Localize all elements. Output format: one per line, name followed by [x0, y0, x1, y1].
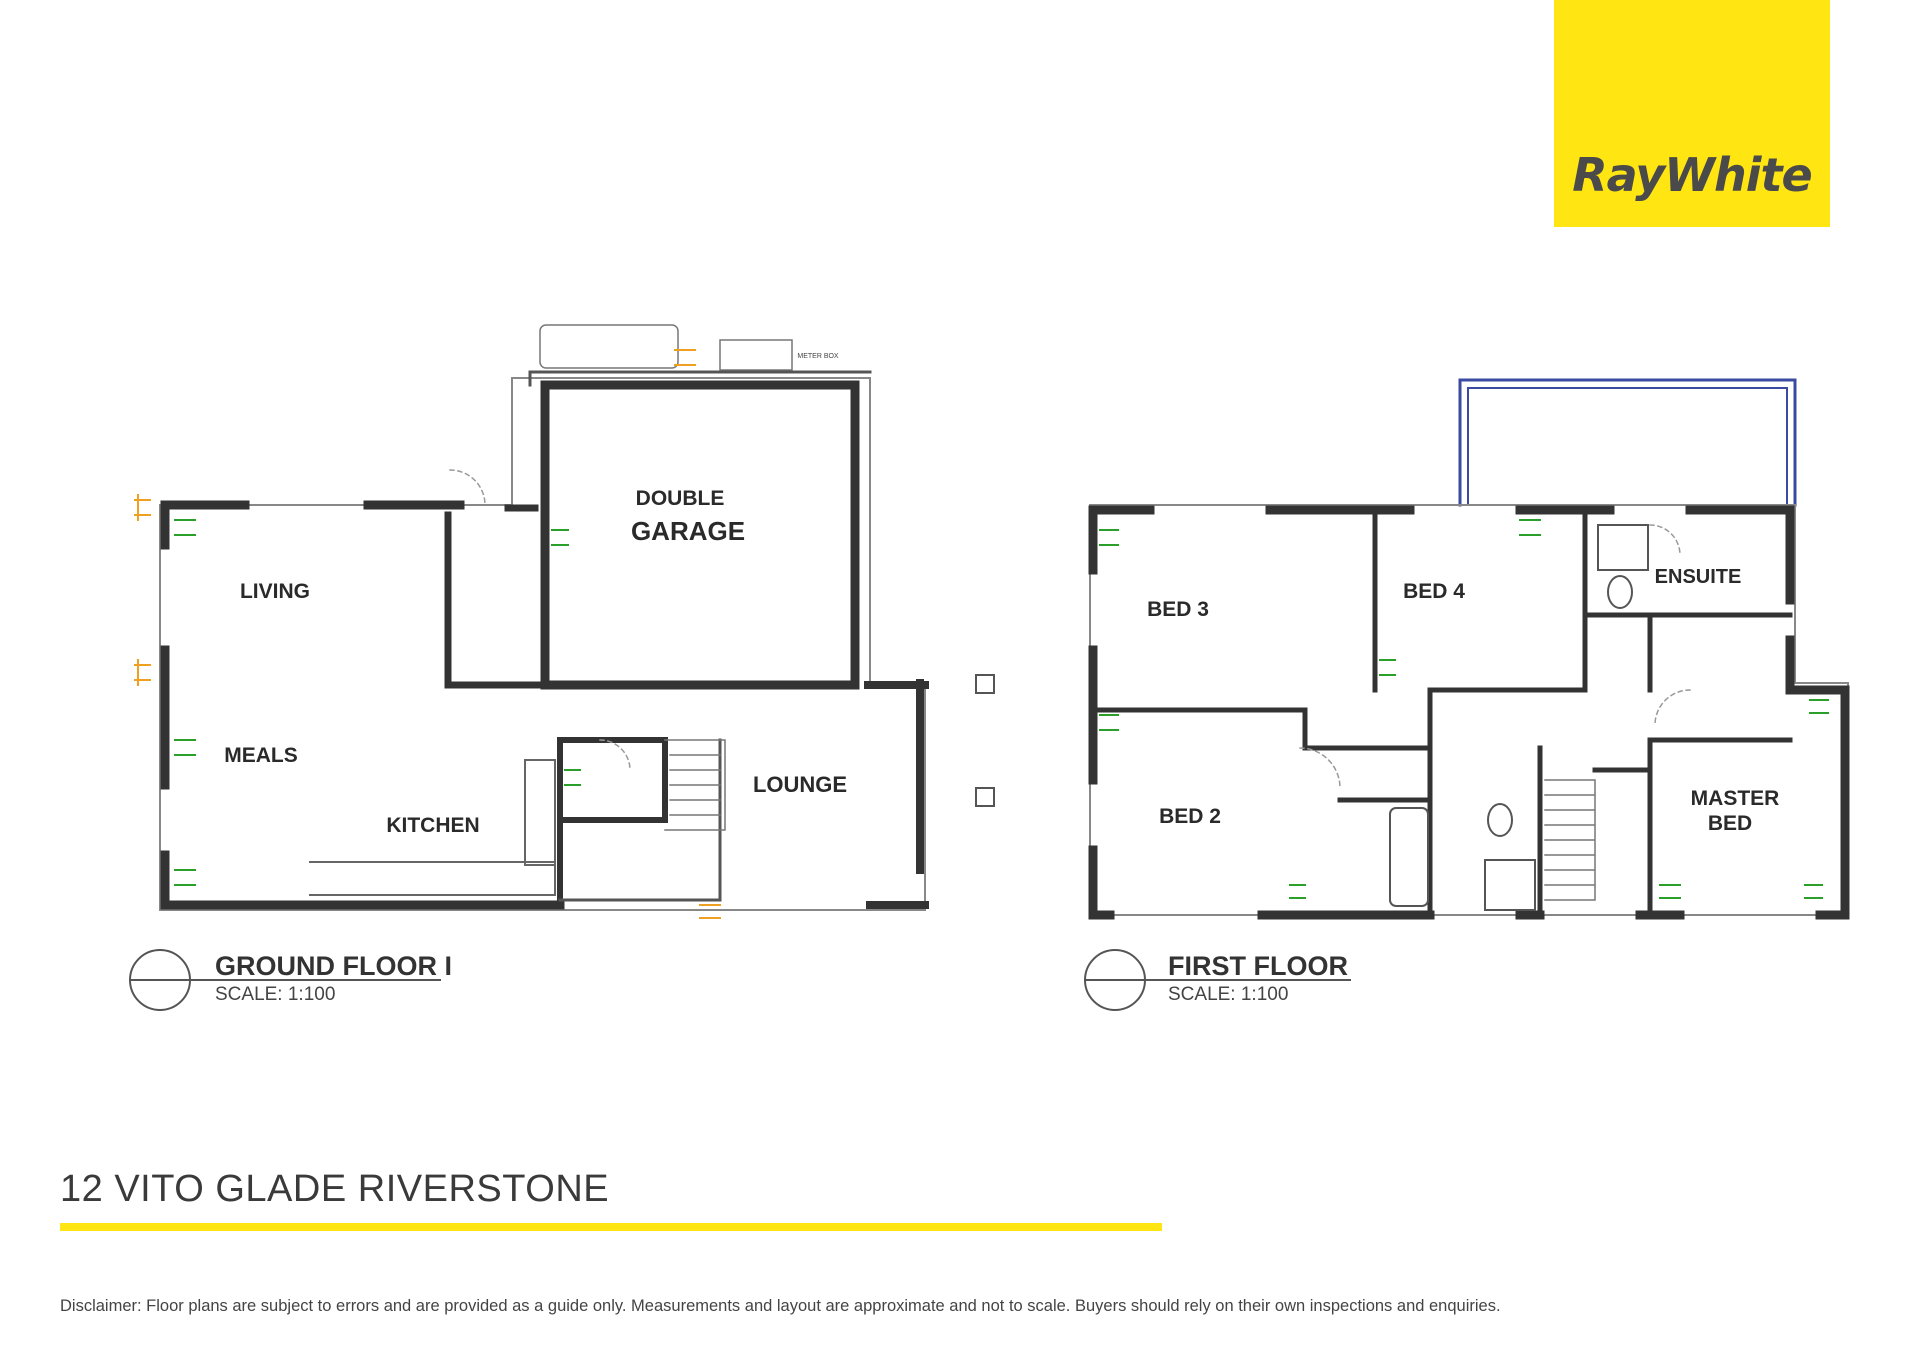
room-label-bed3: BED 3: [1147, 598, 1209, 621]
room-label-bed: BED: [1708, 812, 1752, 835]
room-label-garage: GARAGE: [631, 516, 745, 546]
room-label-bed4: BED 4: [1403, 580, 1465, 603]
ground-floor-scale: SCALE: 1:100: [215, 984, 335, 1005]
meter-box-label: METER BOX: [797, 353, 839, 360]
ground-floor-plan: [129, 324, 995, 1011]
disclaimer-text: Disclaimer: Floor plans are subject to e…: [60, 1297, 1501, 1315]
room-label-lounge: LOUNGE: [753, 772, 847, 797]
property-address: 12 VITO GLADE RIVERSTONE: [60, 1168, 610, 1210]
room-label-meals: MEALS: [224, 744, 298, 767]
first-floor-plan: [1084, 378, 1850, 1011]
logo-text: RayWhite: [1572, 148, 1812, 202]
address-underline: [60, 1223, 1162, 1231]
room-label-living: LIVING: [240, 580, 310, 603]
room-label-master: MASTER: [1691, 787, 1780, 810]
room-label-double: DOUBLE: [636, 487, 725, 510]
first-floor-title: FIRST FLOOR: [1168, 951, 1348, 981]
room-label-kitchen: KITCHEN: [386, 814, 479, 837]
room-label-ensuite: ENSUITE: [1655, 566, 1742, 588]
raywhite-logo: RayWhite: [1554, 0, 1830, 227]
first-floor-scale: SCALE: 1:100: [1168, 984, 1288, 1005]
room-label-bed2: BED 2: [1159, 805, 1221, 828]
ground-floor-title: GROUND FLOOR I: [215, 951, 452, 981]
